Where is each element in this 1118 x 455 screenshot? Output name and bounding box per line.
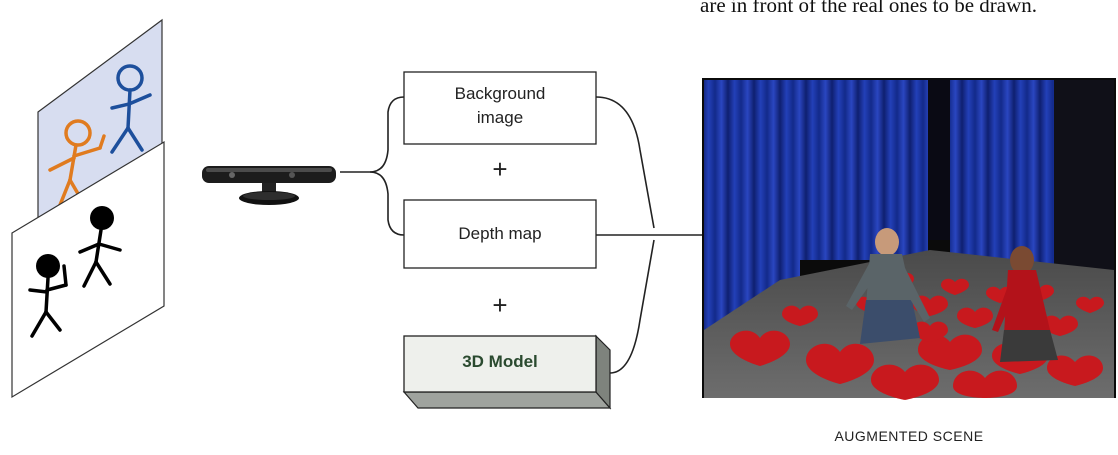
depth-map-label: Depth map bbox=[458, 224, 542, 243]
virtual-objects bbox=[730, 272, 1104, 400]
augmented-scene-image bbox=[702, 78, 1116, 400]
front-panel bbox=[11, 140, 165, 399]
connector-left bbox=[340, 96, 405, 236]
person-woman bbox=[992, 246, 1058, 362]
black-figure-left bbox=[28, 254, 68, 338]
top-caption-text: are in front of the real ones to be draw… bbox=[700, 0, 1038, 17]
model-box bbox=[402, 334, 612, 410]
augmented-scene-caption: AUGMENTED SCENE bbox=[834, 428, 984, 444]
black-figure-right bbox=[78, 206, 122, 288]
background-image-box bbox=[403, 71, 597, 145]
person-man bbox=[846, 228, 930, 344]
depth-map-box bbox=[403, 199, 597, 269]
plus-sign-lower: + bbox=[492, 290, 508, 320]
kinect-sensor bbox=[202, 166, 336, 205]
background-image-label: Background image bbox=[454, 84, 546, 127]
blue-figure bbox=[110, 64, 152, 154]
connector-right bbox=[595, 96, 708, 374]
plus-sign-upper: + bbox=[492, 154, 508, 184]
model-label: 3D Model bbox=[462, 352, 538, 371]
